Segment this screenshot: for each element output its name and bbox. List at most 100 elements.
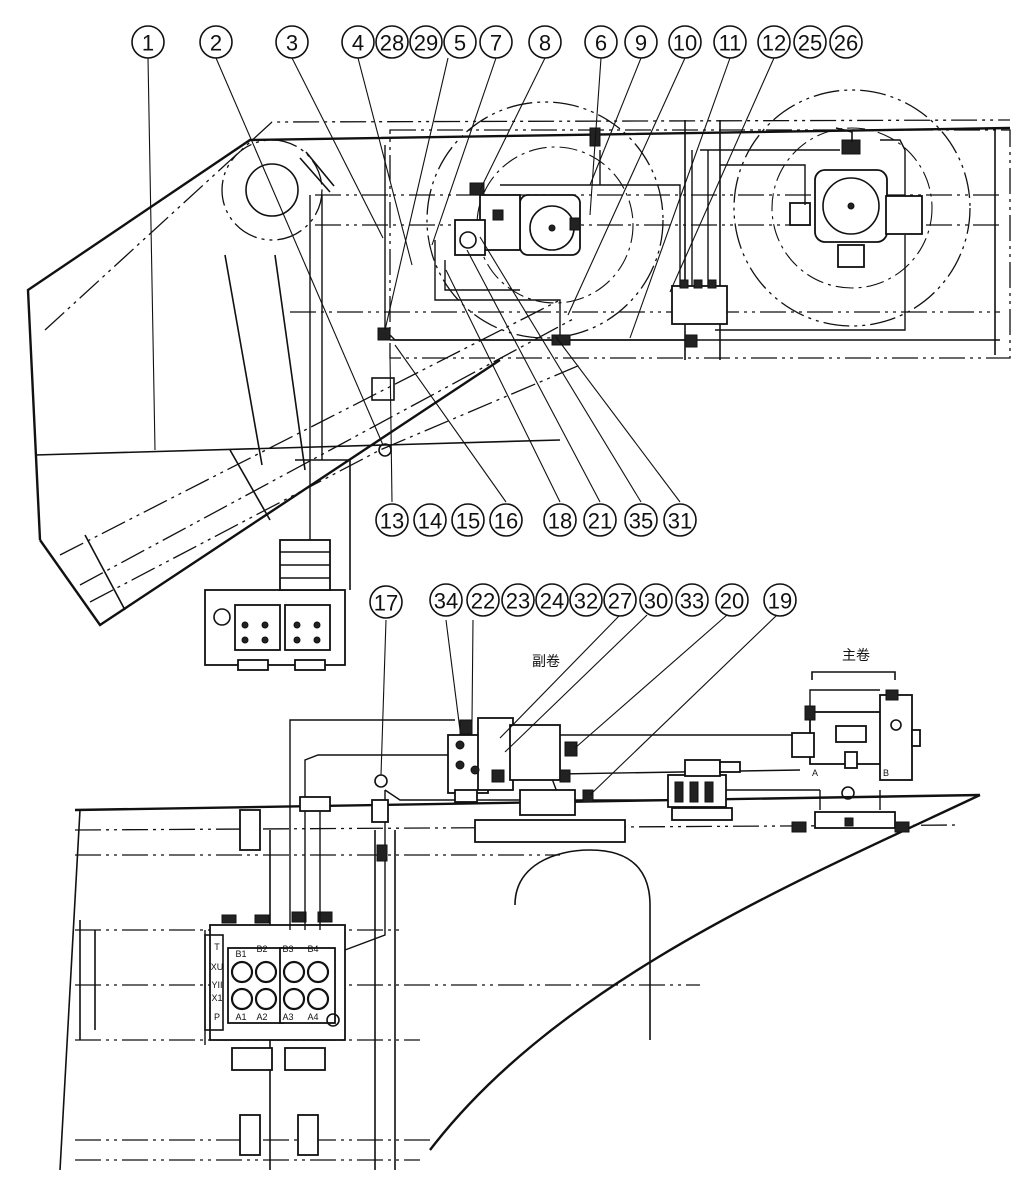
callout-19: 19 xyxy=(763,583,797,617)
valve-port-xu: XU xyxy=(211,962,224,972)
svg-text:29: 29 xyxy=(414,31,438,56)
main-winch-drum-top xyxy=(733,89,971,327)
callout-10: 10 xyxy=(668,25,702,59)
main-control-valve: T XU YII X1 P B1 B2 B3 B4 A1 A2 A3 A4 xyxy=(204,911,346,1071)
svg-text:12: 12 xyxy=(762,31,786,56)
svg-text:5: 5 xyxy=(454,31,466,56)
svg-text:19: 19 xyxy=(768,589,792,614)
callout-4: 4 xyxy=(341,25,375,59)
aux-winch-assembly xyxy=(447,717,626,843)
svg-text:34: 34 xyxy=(434,589,458,614)
callout-34: 34 xyxy=(429,583,463,617)
lower-left-valve-block xyxy=(204,539,346,671)
svg-text:1: 1 xyxy=(142,31,154,56)
svg-text:15: 15 xyxy=(456,509,480,534)
valve-port-x1: X1 xyxy=(211,993,222,1003)
svg-text:6: 6 xyxy=(595,31,607,56)
svg-text:14: 14 xyxy=(418,509,442,534)
valve-port-a4: A4 xyxy=(307,1012,318,1022)
svg-text:22: 22 xyxy=(471,589,495,614)
callout-24: 24 xyxy=(535,583,569,617)
callout-28: 28 xyxy=(375,25,409,59)
upper-sheave xyxy=(221,139,335,241)
callout-27: 27 xyxy=(603,583,637,617)
callout-17: 17 xyxy=(369,585,403,619)
callout-9: 9 xyxy=(624,25,658,59)
callout-20: 20 xyxy=(715,583,749,617)
svg-text:2: 2 xyxy=(210,31,222,56)
svg-text:32: 32 xyxy=(574,589,598,614)
valve-port-p: P xyxy=(214,1012,220,1022)
valve-port-a1: A1 xyxy=(235,1012,246,1022)
center-filter-block xyxy=(667,759,741,821)
port-a-label: A xyxy=(812,768,818,778)
valve-port-yii: YII xyxy=(211,980,222,990)
svg-text:16: 16 xyxy=(494,509,518,534)
callout-23: 23 xyxy=(501,583,535,617)
callout-32: 32 xyxy=(569,583,603,617)
callout-35: 35 xyxy=(624,503,658,537)
callout-6: 6 xyxy=(584,25,618,59)
callout-15: 15 xyxy=(451,503,485,537)
callout-13: 13 xyxy=(375,503,409,537)
callout-30: 30 xyxy=(639,583,673,617)
svg-text:21: 21 xyxy=(588,509,612,534)
callout-8: 8 xyxy=(528,25,562,59)
callout-31: 31 xyxy=(663,503,697,537)
callout-33: 33 xyxy=(675,583,709,617)
callout-26: 26 xyxy=(829,25,863,59)
valve-port-a3: A3 xyxy=(282,1012,293,1022)
svg-text:28: 28 xyxy=(380,31,404,56)
svg-text:25: 25 xyxy=(798,31,822,56)
callout-14: 14 xyxy=(413,503,447,537)
callout-1: 1 xyxy=(131,25,165,59)
callout-11: 11 xyxy=(713,25,747,59)
port-b-label: B xyxy=(883,768,889,778)
aux-winch-drum-top xyxy=(426,101,664,339)
valve-port-a2: A2 xyxy=(256,1012,267,1022)
callout-16: 16 xyxy=(489,503,523,537)
svg-text:8: 8 xyxy=(539,31,551,56)
svg-text:26: 26 xyxy=(834,31,858,56)
svg-text:13: 13 xyxy=(380,509,404,534)
main-winch-label: 主卷 xyxy=(842,647,870,663)
svg-text:20: 20 xyxy=(720,589,744,614)
svg-text:35: 35 xyxy=(629,509,653,534)
callout-5: 5 xyxy=(443,25,477,59)
callouts-top-row: 1 2 3 4 28 29 5 7 8 6 9 10 11 12 25 26 xyxy=(131,25,863,59)
svg-text:7: 7 xyxy=(490,31,502,56)
callout-12: 12 xyxy=(757,25,791,59)
valve-port-b4: B4 xyxy=(307,944,318,954)
callout-21: 21 xyxy=(583,503,617,537)
svg-text:11: 11 xyxy=(719,31,742,56)
svg-text:23: 23 xyxy=(506,589,530,614)
callout-2: 2 xyxy=(199,25,233,59)
callouts-middle-row: 13 14 15 16 18 21 35 31 xyxy=(375,503,697,537)
svg-text:33: 33 xyxy=(680,589,704,614)
svg-text:18: 18 xyxy=(548,509,572,534)
callout-29: 29 xyxy=(409,25,443,59)
svg-text:17: 17 xyxy=(374,591,398,616)
leader-lines xyxy=(147,57,778,796)
boom-structure xyxy=(26,119,1011,627)
lower-frame xyxy=(59,793,981,1171)
svg-text:3: 3 xyxy=(286,31,298,56)
callout-3: 3 xyxy=(275,25,309,59)
svg-text:4: 4 xyxy=(352,31,364,56)
svg-text:30: 30 xyxy=(644,589,668,614)
callout-7: 7 xyxy=(479,25,513,59)
valve-port-b3: B3 xyxy=(282,944,293,954)
svg-text:24: 24 xyxy=(540,589,564,614)
svg-text:10: 10 xyxy=(673,31,697,56)
callouts-lower-row: 17 34 22 23 24 32 27 30 33 20 19 xyxy=(369,583,797,619)
svg-text:27: 27 xyxy=(608,589,632,614)
valve-port-t: T xyxy=(214,942,220,952)
aux-winch-label: 副卷 xyxy=(532,653,560,669)
valve-port-b1: B1 xyxy=(235,949,246,959)
main-winch-assembly: A B xyxy=(791,671,921,833)
callout-25: 25 xyxy=(793,25,827,59)
callout-22: 22 xyxy=(466,583,500,617)
svg-text:9: 9 xyxy=(635,31,647,56)
svg-text:31: 31 xyxy=(668,509,692,534)
